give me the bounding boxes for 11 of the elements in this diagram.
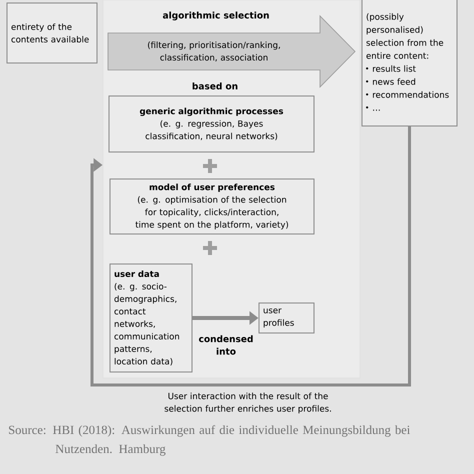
text-label: based on	[192, 82, 238, 90]
content-box: (possibly personalised) selection from the entire content: results list news feed recommendations …	[362, 0, 458, 126]
arrow	[90, 126, 411, 386]
caption: Source: HBI (2018): Auswirkungen auf die individuelle Meinungsbildung bei Nutzenden. Hamburg	[9, 425, 410, 456]
content-box: user profiles	[258, 302, 314, 334]
edge-label: User interaction with the result of the selection further enriches user profiles.	[164, 392, 331, 414]
content-box: entirety of the contents available	[6, 2, 98, 64]
process-box: user data (e. g. socio-demographics, contact networks, communication patterns, location data)	[110, 264, 192, 372]
process-box: generic algorithmic processes (e. g. regression, Bayes classification, neural networks)	[108, 96, 314, 152]
process-box: model of user preferences (e. g. optimisation of the selection for topicality, clicks/interaction, time spent on the platform, variety)	[110, 178, 314, 234]
edge-label: condensed into	[199, 335, 253, 355]
